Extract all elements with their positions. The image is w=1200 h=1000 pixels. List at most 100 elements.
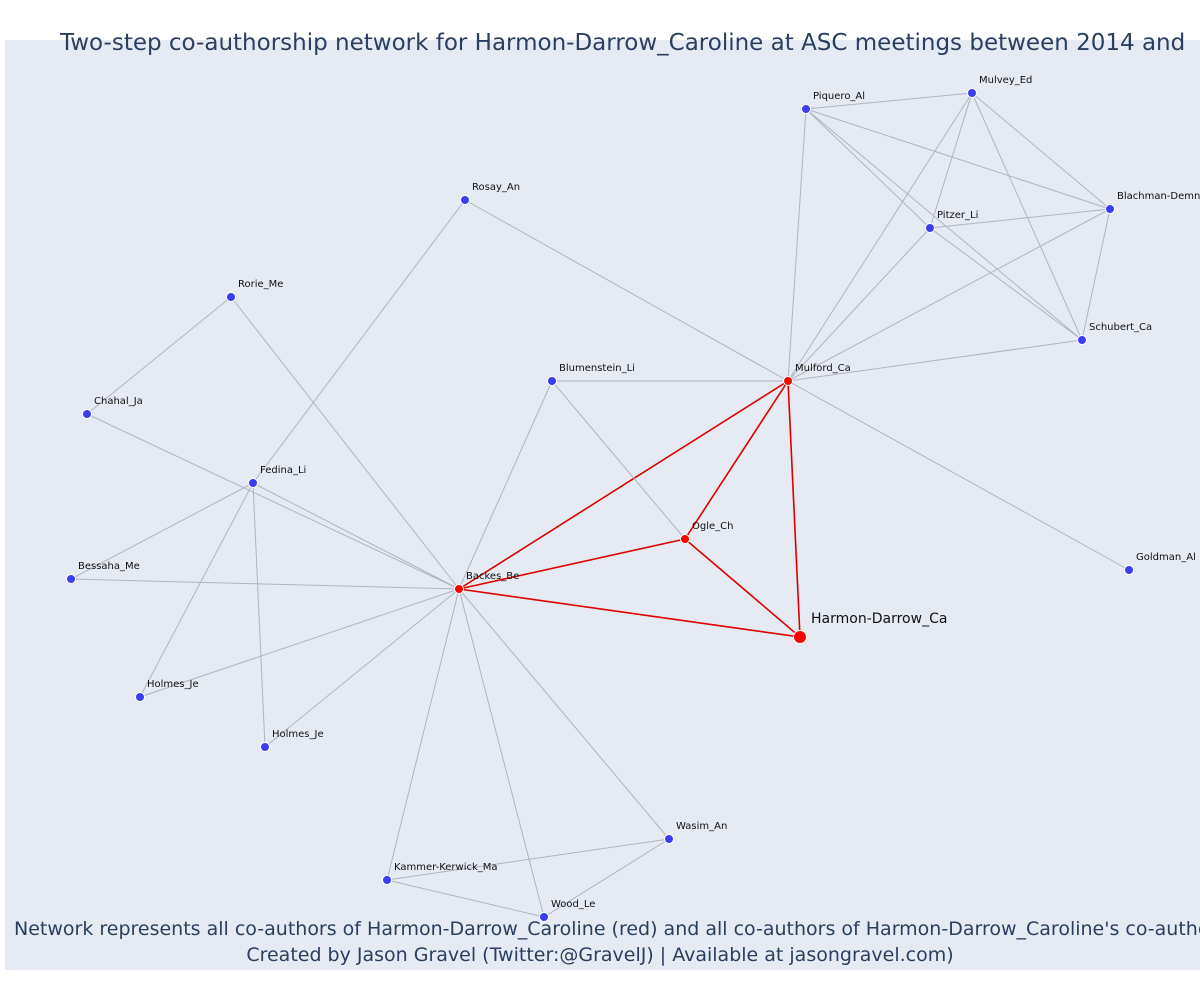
node-marker[interactable] (454, 584, 464, 594)
node-label: Rorie_Me (238, 279, 283, 290)
edge-backes-wasim (458, 588, 670, 840)
node-label: Blumenstein_Li (559, 363, 635, 374)
node-ogle[interactable]: Ogle_Ch (680, 521, 734, 544)
edge-piquero-mulvey (805, 92, 973, 110)
edge-backes-mulford (458, 380, 789, 590)
node-piquero[interactable]: Piquero_Al (801, 91, 866, 114)
edge-harmon-ogle (684, 538, 801, 638)
node-label: Fedina_Li (260, 465, 306, 476)
node-label: Schubert_Ca (1089, 322, 1152, 333)
edge-blumenstein-ogle (551, 380, 686, 540)
edge-mulford-goldman (787, 380, 1130, 571)
node-marker[interactable] (66, 574, 76, 584)
node-label: Bessaha_Me (78, 561, 140, 572)
node-mulvey[interactable]: Mulvey_Ed (967, 75, 1033, 98)
node-marker[interactable] (248, 478, 258, 488)
node-backes[interactable]: Backes_Be (454, 571, 520, 594)
node-marker[interactable] (680, 534, 690, 544)
node-blachman[interactable]: Blachman-Demn (1105, 191, 1200, 214)
edge-mulvey-blachman (971, 92, 1111, 210)
edge-rosay-mulford (464, 199, 789, 382)
node-label: Holmes_Je (147, 679, 199, 690)
node-marker[interactable] (82, 409, 92, 419)
node-marker[interactable] (226, 292, 236, 302)
edge-backes-rorie (230, 296, 460, 590)
edge-piquero-blachman (805, 108, 1111, 210)
node-marker[interactable] (260, 742, 270, 752)
node-goldman[interactable]: Goldman_Al (1124, 552, 1196, 575)
node-marker[interactable] (460, 195, 470, 205)
node-blumenstein[interactable]: Blumenstein_Li (547, 363, 635, 386)
edge-backes-ogle (458, 538, 686, 590)
node-fedina[interactable]: Fedina_Li (248, 465, 307, 488)
edge-mulvey-pitzer (929, 92, 973, 229)
node-label: Harmon-Darrow_Ca (811, 611, 947, 627)
edge-kammer-wasim (386, 838, 670, 881)
edge-mulvey-schubert (971, 92, 1083, 341)
node-label: Kammer-Kerwick_Ma (394, 862, 498, 873)
edge-harmon-mulford (787, 380, 801, 638)
edge-fedina-bessaha (70, 482, 254, 580)
node-label: Blachman-Demn (1117, 191, 1200, 202)
edge-harmon-backes (458, 588, 801, 638)
node-marker[interactable] (793, 630, 807, 644)
node-marker[interactable] (539, 912, 549, 922)
node-label: Rosay_An (472, 182, 520, 193)
node-pitzer[interactable]: Pitzer_Li (925, 210, 979, 233)
edge-backes-holmes1 (139, 588, 460, 698)
node-holmes2[interactable]: Holmes_Je (260, 729, 324, 752)
node-rosay[interactable]: Rosay_An (460, 182, 521, 205)
edge-mulford-mulvey (787, 92, 973, 382)
node-label: Ogle_Ch (692, 521, 733, 532)
edge-mulford-schubert (787, 339, 1083, 382)
node-kammer[interactable]: Kammer-Kerwick_Ma (382, 862, 498, 885)
edge-pitzer-schubert (929, 227, 1083, 341)
node-schubert[interactable]: Schubert_Ca (1077, 322, 1153, 345)
node-marker[interactable] (967, 88, 977, 98)
edges-layer (70, 92, 1130, 918)
edge-backes-kammer (386, 588, 460, 881)
node-marker[interactable] (1105, 204, 1115, 214)
node-marker[interactable] (925, 223, 935, 233)
node-label: Piquero_Al (813, 91, 865, 102)
node-mulford[interactable]: Mulford_Ca (783, 363, 851, 386)
node-chahal[interactable]: Chahal_Ja (82, 396, 143, 419)
node-label: Pitzer_Li (937, 210, 978, 221)
node-label: Mulford_Ca (795, 363, 851, 374)
node-wood[interactable]: Wood_Le (539, 899, 596, 922)
plot-background (5, 40, 1200, 970)
node-label: Wasim_An (676, 821, 727, 832)
node-marker[interactable] (1077, 335, 1087, 345)
node-marker[interactable] (547, 376, 557, 386)
edge-backes-fedina (252, 482, 460, 590)
edge-kammer-wood (386, 879, 545, 918)
edge-rorie-chahal (86, 296, 232, 415)
node-holmes1[interactable]: Holmes_Je (135, 679, 199, 702)
edge-blachman-schubert (1081, 208, 1111, 341)
node-wasim[interactable]: Wasim_An (664, 821, 728, 844)
node-marker[interactable] (801, 104, 811, 114)
edge-backes-wood (458, 588, 545, 918)
edge-pitzer-blachman (929, 208, 1111, 229)
node-label: Backes_Be (466, 571, 519, 582)
edge-backes-blumenstein (458, 380, 553, 590)
node-rorie[interactable]: Rorie_Me (226, 279, 284, 302)
edge-wood-wasim (543, 838, 670, 918)
node-marker[interactable] (1124, 565, 1134, 575)
node-label: Mulvey_Ed (979, 75, 1032, 86)
edge-mulford-piquero (787, 108, 807, 382)
edge-piquero-schubert (805, 108, 1083, 341)
node-marker[interactable] (382, 875, 392, 885)
caption-line-1: Network represents all co-authors of Har… (14, 918, 1200, 940)
node-harmon[interactable]: Harmon-Darrow_Ca (793, 611, 948, 644)
edge-backes-chahal (86, 413, 460, 590)
node-marker[interactable] (664, 834, 674, 844)
node-label: Goldman_Al (1136, 552, 1196, 563)
node-marker[interactable] (783, 376, 793, 386)
node-marker[interactable] (135, 692, 145, 702)
caption-line-2: Created by Jason Gravel (Twitter:@Gravel… (246, 944, 954, 966)
node-bessaha[interactable]: Bessaha_Me (66, 561, 140, 584)
edge-fedina-rosay (252, 199, 466, 484)
edge-piquero-pitzer (805, 108, 931, 229)
